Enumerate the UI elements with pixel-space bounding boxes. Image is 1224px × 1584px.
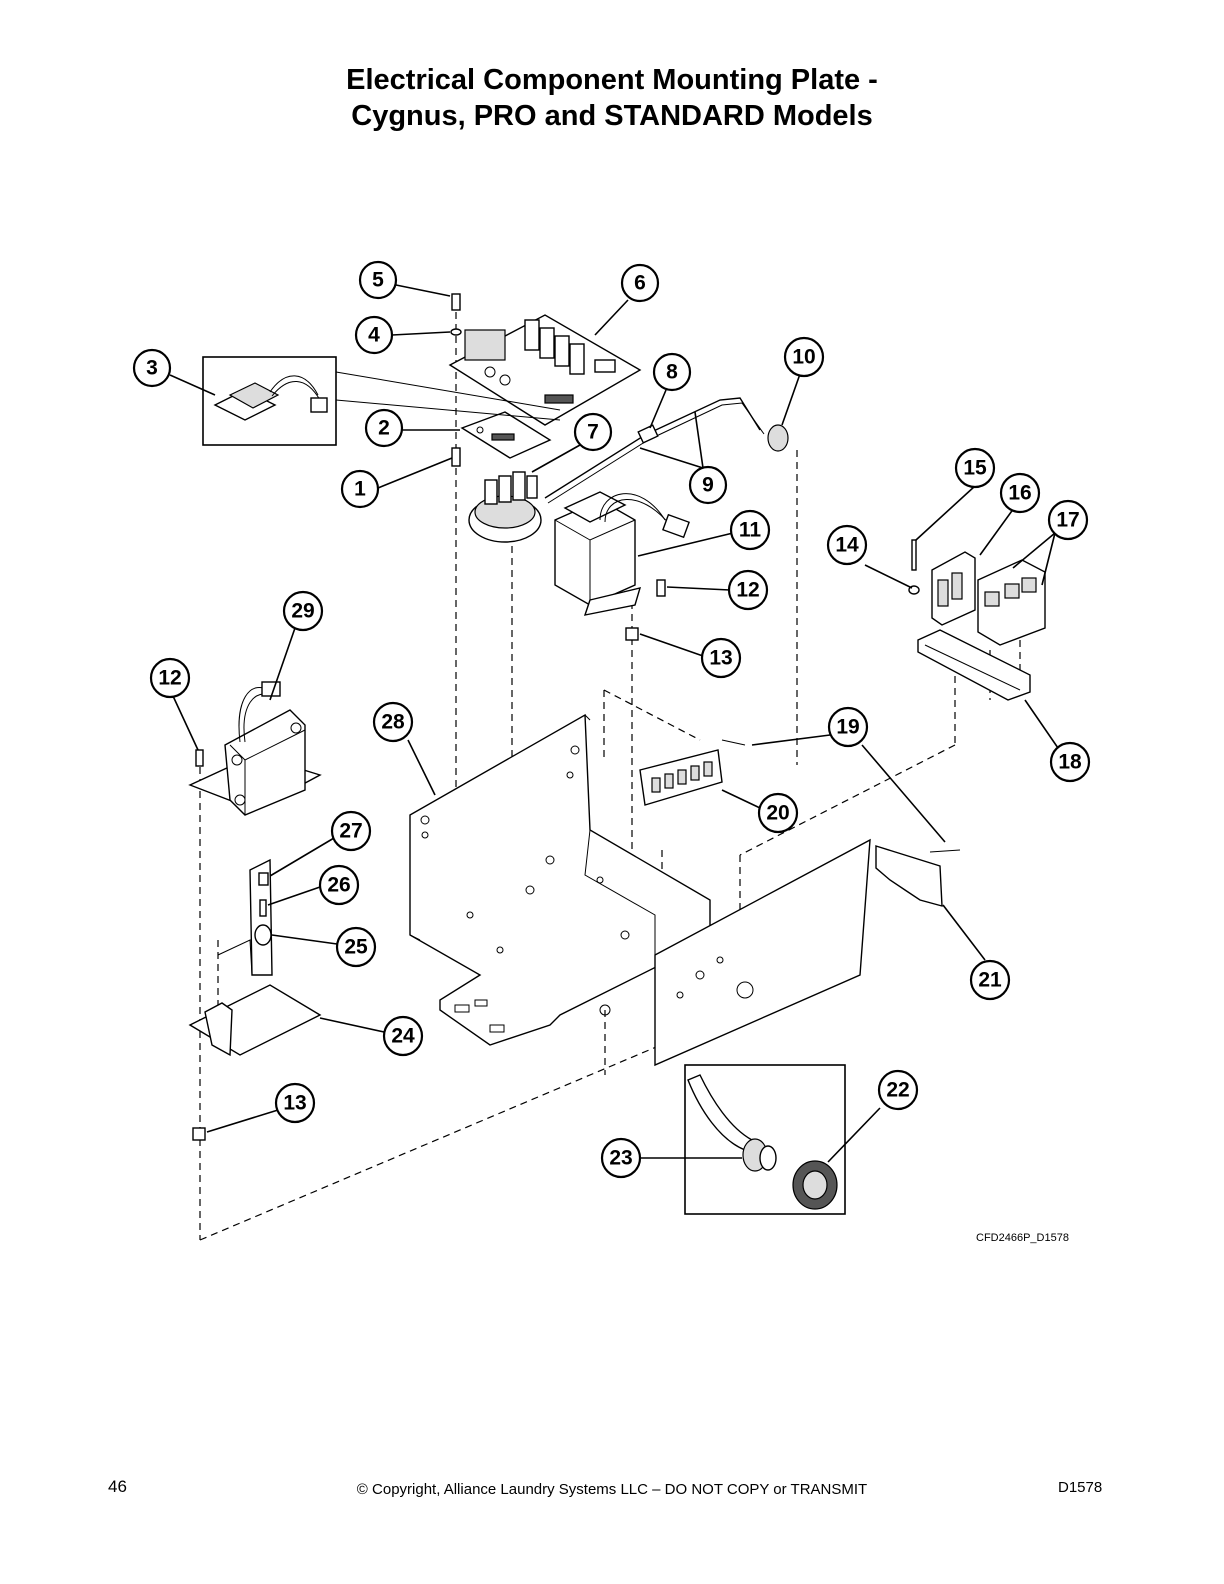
transformer-left — [188, 681, 322, 816]
leader-lines — [169, 284, 1059, 1163]
fasteners-top — [450, 293, 462, 467]
callout-26: 26 — [318, 864, 360, 906]
terminal-blocks — [639, 739, 961, 907]
callout-2-label: 2 — [378, 417, 390, 440]
callout-10: 10 — [783, 336, 825, 378]
callout-22-label: 22 — [886, 1079, 909, 1102]
callout-2: 2 — [364, 408, 404, 448]
document-code: D1578 — [1058, 1479, 1103, 1496]
callout-17: 17 — [1047, 499, 1089, 541]
callout-13-upper-label: 13 — [709, 647, 732, 670]
callout-12-left: 12 — [149, 657, 191, 699]
callout-29: 29 — [282, 590, 324, 632]
callout-12-upper-label: 12 — [736, 579, 759, 602]
hose-assembly — [544, 397, 789, 504]
callout-13-upper: 13 — [700, 637, 742, 679]
callout-4: 4 — [354, 315, 394, 355]
page-title-line-1: Electrical Component Mounting Plate - — [346, 64, 878, 96]
callout-21: 21 — [969, 959, 1011, 1001]
callout-16: 16 — [999, 472, 1041, 514]
contactor-assembly — [908, 539, 1046, 701]
callout-14: 14 — [826, 524, 868, 566]
callout-15-label: 15 — [963, 457, 987, 480]
callout-1: 1 — [340, 469, 380, 509]
screw-and-clip-upper — [625, 579, 666, 641]
callout-20: 20 — [757, 792, 799, 834]
callout-14-label: 14 — [835, 534, 859, 557]
strain-relief-inset — [684, 1064, 846, 1215]
callout-5-label: 5 — [372, 269, 384, 292]
callout-23-label: 23 — [609, 1147, 632, 1170]
callout-23: 23 — [600, 1137, 642, 1179]
callout-11-label: 11 — [739, 519, 762, 542]
callout-13-lower: 13 — [274, 1082, 316, 1124]
callout-13-lower-label: 13 — [283, 1092, 306, 1115]
transformer — [554, 491, 690, 616]
callout-10-label: 10 — [792, 346, 815, 369]
drawing-code: CFD2466P_D1578 — [976, 1232, 1069, 1244]
callout-1-label: 1 — [354, 478, 366, 501]
callout-3-label: 3 — [146, 357, 158, 380]
callout-25: 25 — [335, 926, 377, 968]
callout-12-upper: 12 — [727, 569, 769, 611]
callout-20-label: 20 — [766, 802, 789, 825]
callout-15: 15 — [954, 447, 996, 489]
callout-28: 28 — [372, 701, 414, 743]
callout-9-label: 9 — [702, 474, 714, 497]
callout-29-label: 29 — [291, 600, 314, 623]
callout-16-label: 16 — [1008, 482, 1031, 505]
callout-21-label: 21 — [978, 969, 1002, 992]
callout-6-label: 6 — [634, 272, 646, 295]
callout-17-label: 17 — [1056, 509, 1079, 532]
control-board — [448, 314, 642, 426]
callout-19: 19 — [827, 706, 869, 748]
callout-18: 18 — [1049, 741, 1091, 783]
callout-11: 11 — [729, 509, 771, 551]
callout-3: 3 — [132, 348, 172, 388]
callout-19-label: 19 — [836, 716, 859, 739]
page-title-line-2: Cygnus, PRO and STANDARD Models — [351, 100, 873, 132]
pressure-switch — [468, 471, 542, 543]
callout-12-left-label: 12 — [158, 667, 181, 690]
callout-27: 27 — [330, 810, 372, 852]
display-board — [460, 411, 552, 459]
callout-8-label: 8 — [666, 361, 678, 384]
callout-26-label: 26 — [327, 874, 350, 897]
callout-18-label: 18 — [1058, 751, 1082, 774]
callout-25-label: 25 — [344, 936, 368, 959]
callout-6: 6 — [620, 263, 660, 303]
callout-7: 7 — [573, 412, 613, 452]
callout-9: 9 — [688, 465, 728, 505]
callout-24: 24 — [382, 1015, 424, 1057]
callout-27-label: 27 — [339, 820, 362, 843]
mounting-plate — [409, 713, 871, 1067]
callout-8: 8 — [652, 352, 692, 392]
callout-7-label: 7 — [587, 421, 599, 444]
page-title: Electrical Component Mounting Plate - Cy… — [0, 62, 1224, 134]
connector-module-inset — [202, 356, 561, 446]
callout-24-label: 24 — [391, 1025, 415, 1048]
fuse-holder-bracket — [188, 858, 322, 1141]
callout-28-label: 28 — [381, 711, 405, 734]
callout-5: 5 — [358, 260, 398, 300]
copyright-notice: © Copyright, Alliance Laundry Systems LL… — [356, 1481, 868, 1498]
page-number: 46 — [108, 1477, 127, 1496]
callout-4-label: 4 — [368, 324, 380, 347]
callout-22: 22 — [877, 1069, 919, 1111]
